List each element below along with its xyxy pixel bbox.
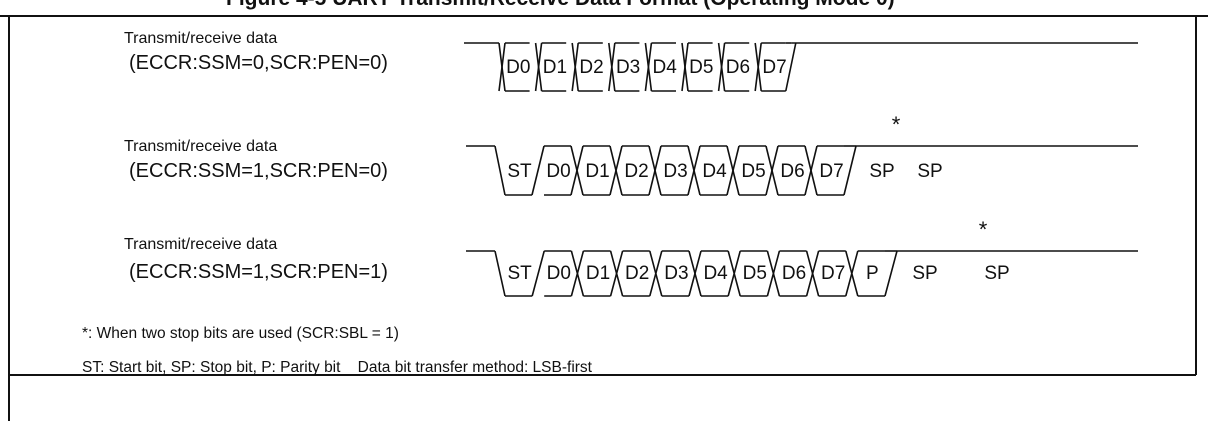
diagram-frame (0, 15, 1208, 421)
row-1-bit-label: D3 (616, 57, 640, 78)
row-3-bit-label: D6 (782, 263, 806, 284)
row-3-bit-label: D3 (664, 263, 688, 284)
row-3-stop-bit-label: SP (912, 263, 937, 284)
row-1-condition: (ECCR:SSM=0,SCR:PEN=0) (129, 52, 388, 74)
row-2-stop-edge (843, 145, 857, 196)
row-3-edge (727, 250, 741, 297)
row-3-bit-label: D1 (586, 263, 610, 284)
row-1-bit-label: D0 (506, 57, 530, 78)
row-3-edge (609, 250, 624, 297)
row-1-edge (534, 42, 543, 92)
row-1-edge (644, 42, 653, 92)
row-2-label: Transmit/receive data (124, 138, 278, 155)
row-1-bit-label: D7 (762, 57, 786, 78)
row-2-edge (687, 145, 701, 196)
row-1-edge (717, 42, 726, 92)
row-2-bit-label: D6 (780, 161, 804, 182)
row-2-start-edge (494, 145, 506, 196)
row-2-bit-label: D2 (624, 161, 648, 182)
row-1-edge (571, 42, 579, 92)
row-3-label: Transmit/receive data (124, 236, 278, 253)
row-3-edge (570, 250, 585, 297)
row-1-edge (754, 42, 762, 92)
row-3-condition: (ECCR:SSM=1,SCR:PEN=1) (129, 261, 388, 283)
row-3-edge (805, 250, 820, 297)
row-3-bit-label: P (866, 263, 879, 284)
row-2-bit-label: D0 (546, 161, 570, 182)
row-3-bit-label: D0 (547, 263, 571, 284)
row-2-edge (765, 145, 779, 196)
row-2-stop-bit-label: SP (917, 161, 942, 182)
row-1-label: Transmit/receive data (124, 30, 278, 47)
row-1-edge (498, 42, 506, 92)
row-3-edge (531, 250, 545, 297)
row-2-two-stop-asterisk: * (892, 112, 901, 137)
row-2-edge (804, 145, 818, 196)
row-1-bit-label: D1 (543, 57, 567, 78)
row-1-edge (681, 42, 689, 92)
row-1-bit-label: D6 (726, 57, 750, 78)
row-1-edge (608, 42, 616, 92)
row-3-bit-label: D7 (821, 263, 845, 284)
row-1-bit-label: D2 (579, 57, 603, 78)
row-2-condition: (ECCR:SSM=1,SCR:PEN=0) (129, 160, 388, 182)
two-stop-bits-note: *: When two stop bits are used (SCR:SBL … (82, 325, 399, 342)
legend-note: ST: Start bit, SP: Stop bit, P: Parity b… (82, 359, 592, 376)
row-2-edge (531, 145, 545, 196)
row-1-edge (785, 42, 797, 92)
row-1-bit-label: D4 (653, 57, 678, 78)
row-3-stop-bit-label: SP (984, 263, 1009, 284)
row-3-edge (649, 250, 663, 297)
row-3-bit-label: ST (507, 263, 532, 284)
row-2-stop-bit-label: SP (869, 161, 894, 182)
row-3-stop-edge (884, 250, 898, 297)
row-1-bit-label: D5 (689, 57, 713, 78)
row-3-edge (766, 250, 781, 297)
row-2-bit-label: D7 (819, 161, 843, 182)
row-2-bit-label: ST (507, 161, 532, 182)
row-3-edge (845, 250, 859, 297)
row-2-edge (648, 145, 662, 196)
row-2-bit-label: D3 (663, 161, 687, 182)
row-3-bit-label: D2 (625, 263, 649, 284)
row-3-bit-label: D5 (743, 263, 767, 284)
row-2-edge (609, 145, 623, 196)
row-2-edge (570, 145, 584, 196)
row-2-bit-label: D5 (741, 161, 765, 182)
row-2-edge (726, 145, 740, 196)
row-3-two-stop-asterisk: * (979, 217, 988, 242)
row-2-bit-label: D4 (702, 161, 727, 182)
row-3-start-edge (494, 250, 506, 297)
row-3-edge (688, 250, 702, 297)
row-3-bit-label: D4 (703, 263, 728, 284)
row-2-bit-label: D1 (585, 161, 609, 182)
